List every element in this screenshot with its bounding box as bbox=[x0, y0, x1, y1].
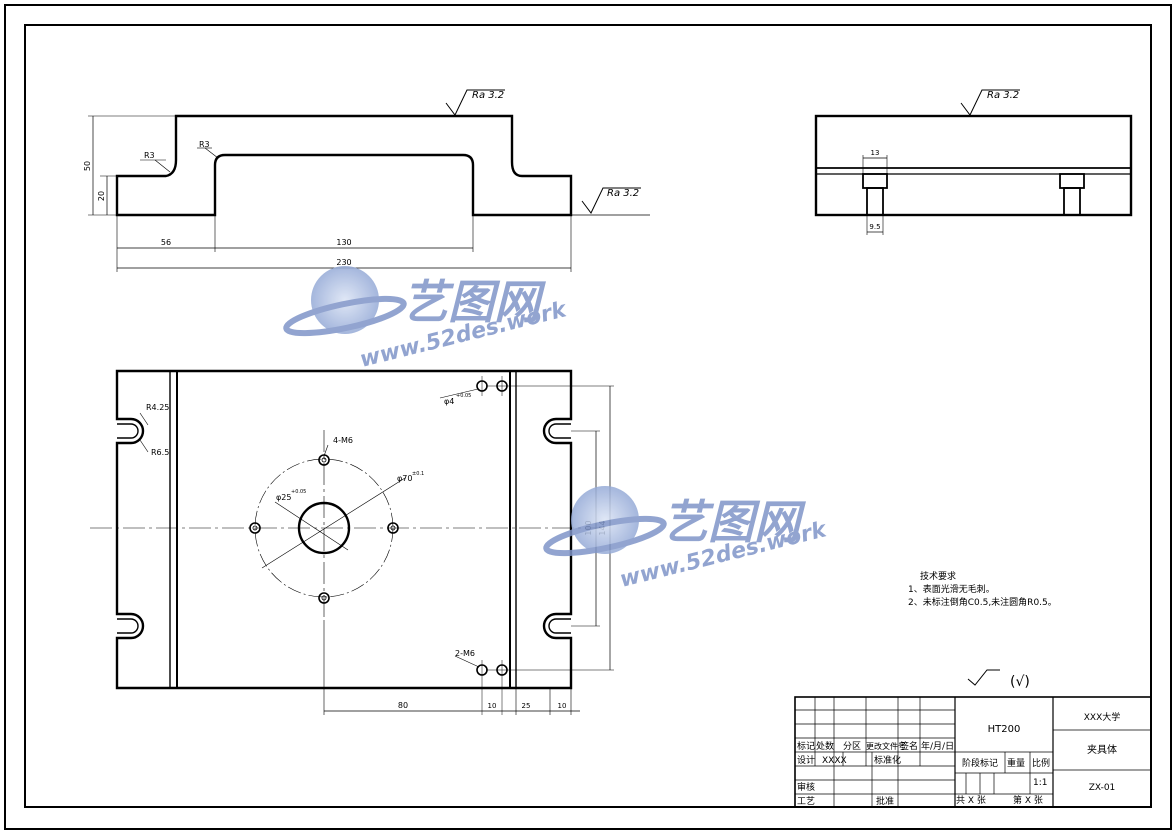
dim-width-slot: 130 bbox=[336, 238, 351, 247]
dim-x-edge: 10 bbox=[558, 702, 567, 710]
svg-text:第 X 张: 第 X 张 bbox=[1013, 794, 1043, 806]
dim-height-step: 20 bbox=[97, 191, 106, 201]
radius-label-inner: R3 bbox=[199, 140, 210, 149]
general-roughness: (√) bbox=[967, 669, 1030, 690]
label-pin-hole-tol: +0.05 bbox=[456, 393, 471, 399]
tech-req-item-1: 1、表面光滑无毛刺。 bbox=[908, 583, 995, 595]
title-block-school: XXX大学 bbox=[1084, 711, 1121, 723]
dim-boss-width: 13 bbox=[871, 149, 880, 157]
label-threaded-holes-circle: 4-M6 bbox=[333, 436, 353, 445]
tech-req-item-2: 2、未标注倒角C0.5,未注圆角R0.5。 bbox=[908, 596, 1057, 608]
title-block: 标记 处数 分区 更改文件号 签名 年/月/日 设计 XXXX 标准化 审核 工… bbox=[794, 696, 1152, 808]
label-slot-r-inner: R4.25 bbox=[146, 403, 169, 412]
label-pcd-dia: φ70 bbox=[397, 474, 412, 483]
svg-text:Ra 3.2: Ra 3.2 bbox=[987, 90, 1019, 101]
dim-width-total: 230 bbox=[336, 258, 351, 267]
watermark-logo-1: 艺图网 www.52des.work bbox=[283, 266, 570, 373]
svg-text:比例: 比例 bbox=[1032, 757, 1050, 769]
label-threaded-holes-bottom: 2-M6 bbox=[455, 649, 475, 658]
threaded-hole-group bbox=[249, 454, 399, 604]
general-roughness-label: (√) bbox=[1010, 674, 1030, 690]
dim-x-rail: 25 bbox=[522, 702, 531, 710]
svg-text:审核: 审核 bbox=[797, 781, 815, 793]
label-bore-dia: φ25 bbox=[276, 493, 291, 502]
label-pcd-tol: ±0.1 bbox=[412, 471, 424, 477]
title-block-drawing-no: ZX-01 bbox=[1089, 783, 1116, 793]
watermark-cn-2: 艺图网 bbox=[662, 495, 806, 549]
dim-x-center: 80 bbox=[398, 701, 408, 710]
label-bore-tol: +0.05 bbox=[291, 489, 306, 495]
svg-text:更改文件号: 更改文件号 bbox=[866, 741, 906, 751]
top-view: R4.25 R6.5 4-M6 φ25 +0.05 φ70 ±0.1 φ4 +0… bbox=[90, 369, 614, 715]
svg-text:年/月/日: 年/月/日 bbox=[921, 740, 954, 752]
label-pin-hole-dia: φ4 bbox=[444, 397, 454, 406]
svg-text:工艺: 工艺 bbox=[797, 796, 815, 807]
front-view-outline bbox=[115, 114, 573, 217]
roughness-symbol-top: Ra 3.2 bbox=[445, 89, 505, 116]
title-block-scale: 1:1 bbox=[1033, 778, 1047, 788]
svg-text:Ra 3.2: Ra 3.2 bbox=[472, 90, 504, 101]
roughness-symbol-side: Ra 3.2 bbox=[960, 89, 1020, 116]
dim-width-left: 56 bbox=[161, 238, 171, 247]
title-block-part-name: 夹具体 bbox=[1087, 743, 1117, 756]
central-bore bbox=[297, 501, 351, 555]
svg-text:Ra 3.2: Ra 3.2 bbox=[607, 188, 639, 199]
watermark-cn-1: 艺图网 bbox=[402, 275, 546, 329]
svg-text:处数: 处数 bbox=[816, 740, 834, 752]
svg-text:阶段标记: 阶段标记 bbox=[962, 757, 998, 769]
watermark-logo-2: 艺图网 www.52des.work bbox=[543, 486, 830, 593]
radius-label-outer: R3 bbox=[144, 151, 155, 160]
outer-border bbox=[4, 4, 1172, 830]
top-view-outline bbox=[115, 369, 573, 690]
svg-text:共 X 张: 共 X 张 bbox=[956, 795, 986, 806]
svg-text:批准: 批准 bbox=[876, 795, 894, 807]
svg-text:标准化: 标准化 bbox=[874, 754, 901, 766]
svg-text:签名: 签名 bbox=[900, 740, 918, 752]
dim-hole-dia: 9.5 bbox=[869, 223, 880, 231]
svg-text:设计: 设计 bbox=[797, 754, 815, 766]
svg-text:重量: 重量 bbox=[1007, 757, 1025, 769]
label-slot-r-outer: R6.5 bbox=[151, 448, 169, 457]
inner-border bbox=[24, 24, 1152, 808]
svg-text:标记: 标记 bbox=[797, 740, 815, 752]
tech-req-title: 技术要求 bbox=[920, 570, 956, 582]
svg-text:XXXX: XXXX bbox=[822, 756, 847, 766]
dim-height-total: 50 bbox=[83, 161, 92, 171]
title-block-material: HT200 bbox=[988, 724, 1021, 735]
side-view: 13 9.5 Ra 3.2 bbox=[814, 89, 1133, 235]
tech-requirements: 技术要求 1、表面光滑无毛刺。 2、未标注倒角C0.5,未注圆角R0.5。 bbox=[908, 570, 1057, 608]
front-view: 50 20 R3 R3 56 130 230 Ra 3.2 Ra 3.2 bbox=[83, 89, 650, 272]
roughness-symbol-bottom: Ra 3.2 bbox=[571, 187, 650, 216]
dim-x-holes: 10 bbox=[488, 702, 497, 710]
svg-text:分区: 分区 bbox=[843, 741, 861, 752]
